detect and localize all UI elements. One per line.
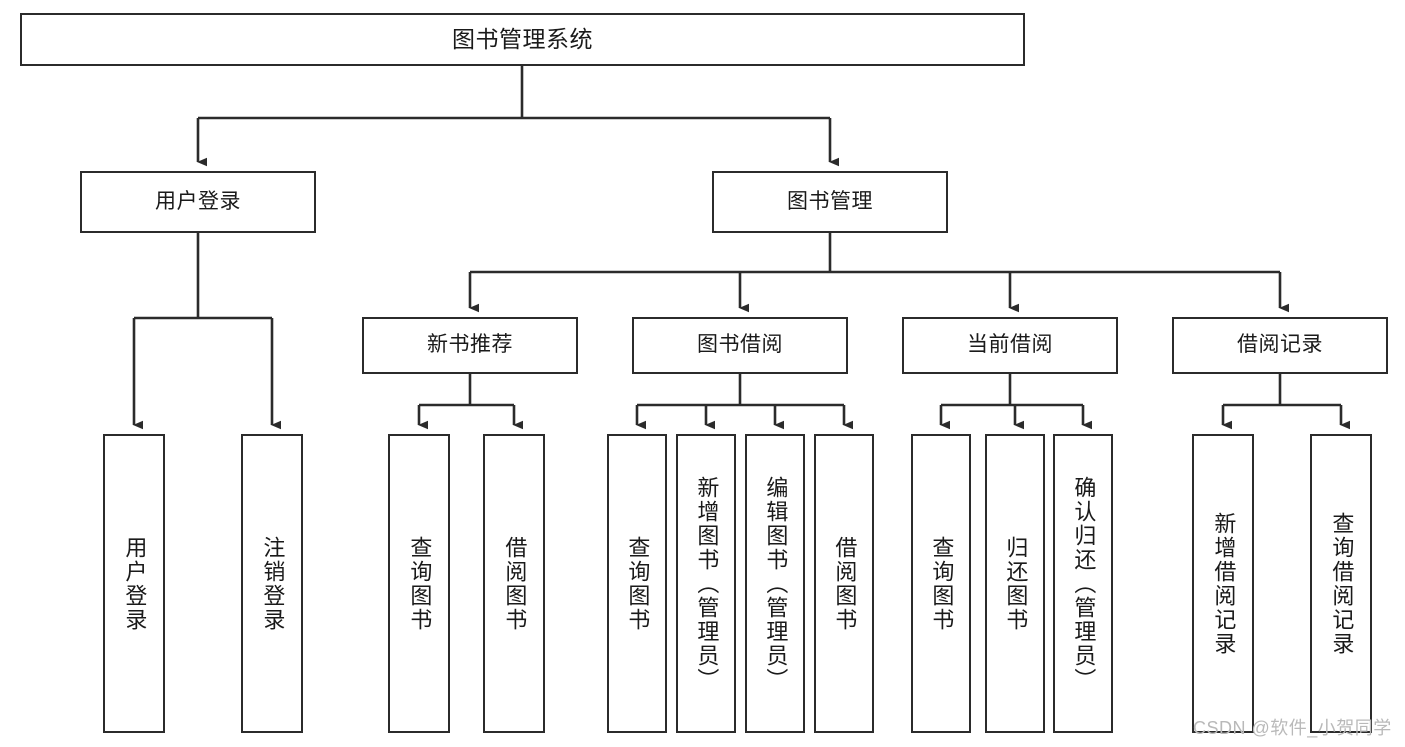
node-leaf-add-borrow-record[interactable]: 新增借阅记录 (1192, 434, 1254, 733)
node-user-login-label: 用户登录 (155, 189, 241, 213)
node-leaf-query-borrow-record-label: 查询借阅记录 (1329, 511, 1355, 656)
node-leaf-query-book-2-label: 查询图书 (625, 535, 651, 632)
node-leaf-borrow-book-2[interactable]: 借阅图书 (814, 434, 874, 733)
node-new-book-recommend-label: 新书推荐 (427, 333, 513, 357)
node-leaf-borrow-book-1[interactable]: 借阅图书 (483, 434, 545, 733)
node-leaf-add-book-admin-label: 新增图书（管理员） (694, 475, 720, 692)
node-root-label: 图书管理系统 (452, 25, 593, 52)
node-leaf-query-book-3[interactable]: 查询图书 (911, 434, 971, 733)
node-leaf-edit-book-admin[interactable]: 编辑图书（管理员） (745, 434, 805, 733)
node-leaf-query-book-2[interactable]: 查询图书 (607, 434, 667, 733)
node-leaf-return-book-label: 归还图书 (1003, 535, 1029, 632)
node-book-manage[interactable]: 图书管理 (712, 171, 948, 233)
node-leaf-edit-book-admin-label: 编辑图书（管理员） (763, 475, 789, 692)
node-leaf-user-logout[interactable]: 注销登录 (241, 434, 303, 733)
node-leaf-query-borrow-record[interactable]: 查询借阅记录 (1310, 434, 1372, 733)
node-root[interactable]: 图书管理系统 (20, 13, 1025, 66)
node-leaf-borrow-book-2-label: 借阅图书 (832, 535, 858, 632)
node-leaf-add-book-admin[interactable]: 新增图书（管理员） (676, 434, 736, 733)
node-book-borrow[interactable]: 图书借阅 (632, 317, 848, 374)
node-leaf-user-login[interactable]: 用户登录 (103, 434, 165, 733)
node-current-borrow-label: 当前借阅 (967, 333, 1053, 357)
node-user-login[interactable]: 用户登录 (80, 171, 316, 233)
node-leaf-confirm-return-admin-label: 确认归还（管理员） (1071, 475, 1097, 692)
node-leaf-user-logout-label: 注销登录 (260, 535, 286, 632)
node-book-borrow-label: 图书借阅 (697, 333, 783, 357)
node-leaf-confirm-return-admin[interactable]: 确认归还（管理员） (1053, 434, 1113, 733)
node-leaf-query-book-1-label: 查询图书 (407, 535, 433, 632)
node-book-manage-label: 图书管理 (787, 189, 873, 213)
csdn-watermark: CSDN @软件_小贺同学 (1193, 718, 1392, 738)
node-new-book-recommend[interactable]: 新书推荐 (362, 317, 578, 374)
node-leaf-user-login-label: 用户登录 (122, 535, 148, 632)
node-leaf-query-book-3-label: 查询图书 (929, 535, 955, 632)
node-borrow-record[interactable]: 借阅记录 (1172, 317, 1388, 374)
node-leaf-borrow-book-1-label: 借阅图书 (502, 535, 528, 632)
node-current-borrow[interactable]: 当前借阅 (902, 317, 1118, 374)
node-borrow-record-label: 借阅记录 (1237, 333, 1323, 357)
node-leaf-add-borrow-record-label: 新增借阅记录 (1211, 511, 1237, 656)
node-leaf-return-book[interactable]: 归还图书 (985, 434, 1045, 733)
node-leaf-query-book-1[interactable]: 查询图书 (388, 434, 450, 733)
